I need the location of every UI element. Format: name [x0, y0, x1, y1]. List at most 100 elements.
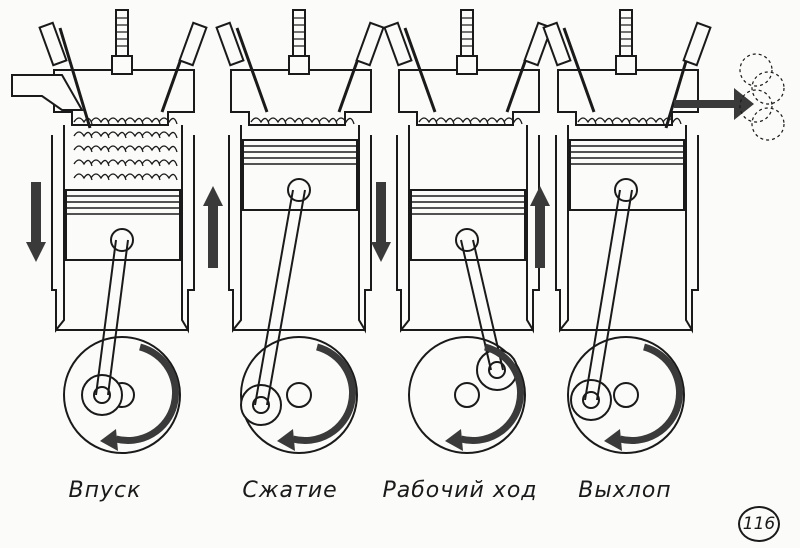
- spark-plug-body: [292, 9, 306, 57]
- gas-puff: [645, 117, 665, 125]
- intake-valve-spring: [215, 21, 245, 67]
- direction-arrow-up: [535, 206, 545, 268]
- gas-puff: [141, 131, 161, 139]
- crank-pin-hub: [582, 391, 600, 409]
- gas-puff: [594, 117, 614, 125]
- crank-pin: [81, 374, 123, 416]
- gas-puff: [418, 117, 438, 125]
- gas-puff: [73, 159, 93, 167]
- smoke-puff: [751, 107, 785, 141]
- exhaust-valve-spring: [178, 21, 208, 67]
- spark-plug-body: [619, 9, 633, 57]
- engine-intake: [11, 9, 208, 454]
- spark-plug-nut: [111, 55, 133, 75]
- gas-puff: [158, 131, 178, 139]
- direction-arrow-down: [31, 182, 41, 242]
- gas-puff: [301, 117, 321, 125]
- rotation-arrow: [619, 343, 684, 445]
- caption-compression: Сжатие: [242, 478, 338, 503]
- gas-puff: [124, 131, 144, 139]
- gas-puff: [107, 117, 127, 125]
- gas-charge-ignited: [418, 117, 523, 125]
- cylinder-head: [557, 69, 699, 126]
- caption-intake: Впуск: [68, 478, 142, 503]
- intake-valve-stem: [562, 27, 596, 113]
- gas-puff: [141, 145, 161, 153]
- gas-puff: [141, 117, 161, 125]
- spark-plug-body: [115, 9, 129, 57]
- gas-puff: [503, 117, 523, 125]
- connecting-rod-edge: [107, 239, 129, 396]
- connecting-rod-edge: [596, 189, 633, 401]
- cylinder-wall-right: [685, 125, 699, 334]
- connecting-rod-edge: [584, 189, 621, 401]
- spark-plug-nut: [615, 55, 637, 75]
- intake-valve-stem: [58, 27, 92, 129]
- smoke-puff: [739, 53, 773, 87]
- intake-valve-stem: [403, 27, 437, 113]
- direction-arrowhead-down: [371, 242, 391, 262]
- gas-puff: [73, 131, 93, 139]
- gas-puff: [90, 159, 110, 167]
- rotation-arrowhead: [277, 429, 295, 451]
- rotation-arrowhead: [100, 429, 118, 451]
- gas-charge-exhaust: [577, 117, 682, 125]
- exhaust-flow-arrow: [674, 88, 754, 120]
- cylinder-wall-left: [228, 125, 242, 333]
- gas-puff: [435, 117, 455, 125]
- gas-puff: [73, 117, 93, 125]
- figure-number-badge: 116: [738, 506, 780, 542]
- gas-puff: [124, 173, 144, 181]
- gas-charge-intake: [73, 117, 178, 181]
- rotation-arrow: [115, 343, 180, 445]
- connecting-rod-edge: [472, 239, 504, 371]
- connecting-rod-edge: [254, 189, 294, 406]
- crank-pin-hub: [488, 361, 506, 379]
- gas-puff: [73, 173, 93, 181]
- rotation-arrowhead: [604, 429, 622, 451]
- crank-shaft: [454, 382, 480, 408]
- engine-exhaust: [530, 9, 785, 454]
- gas-puff: [284, 117, 304, 125]
- cylinder-wall-left: [396, 125, 410, 333]
- direction-arrowhead-down: [26, 242, 46, 262]
- cylinder-wall-right: [358, 125, 372, 334]
- gas-puff: [158, 145, 178, 153]
- connecting-rod-edge: [95, 239, 117, 396]
- crank-shaft: [286, 382, 312, 408]
- gas-puff: [318, 117, 338, 125]
- cylinder-wall-left: [51, 125, 65, 333]
- caption-power-stroke: Рабочий ход: [382, 478, 538, 503]
- engine-power-stroke: [371, 9, 553, 454]
- gas-puff: [158, 159, 178, 167]
- exhaust-smoke: [739, 53, 785, 141]
- connecting-rod-edge: [266, 189, 306, 406]
- direction-arrow-up: [208, 206, 218, 268]
- engine-compression: [203, 9, 385, 454]
- gas-puff: [577, 117, 597, 125]
- gas-puff: [469, 117, 489, 125]
- gas-puff: [335, 117, 355, 125]
- rotation-arrowhead: [445, 429, 463, 451]
- intake-valve-stem: [235, 27, 269, 113]
- gas-puff: [611, 117, 631, 125]
- crank-pin-hub: [252, 396, 270, 414]
- exhaust-valve-spring: [355, 21, 385, 67]
- smoke-puff: [751, 71, 785, 105]
- crank-pin: [570, 379, 612, 421]
- gas-puff: [662, 117, 682, 125]
- intake-valve-spring: [38, 21, 68, 67]
- gas-puff: [486, 117, 506, 125]
- gas-puff: [267, 117, 287, 125]
- gas-puff: [107, 131, 127, 139]
- cylinder-wall-left: [555, 125, 569, 333]
- gas-puff: [452, 117, 472, 125]
- gas-puff: [107, 145, 127, 153]
- rotation-arrow: [292, 343, 357, 445]
- gas-puff: [90, 131, 110, 139]
- intake-manifold: [11, 74, 84, 111]
- gas-puff: [107, 173, 127, 181]
- direction-arrowhead-up: [530, 186, 550, 206]
- cylinder-head: [53, 69, 195, 126]
